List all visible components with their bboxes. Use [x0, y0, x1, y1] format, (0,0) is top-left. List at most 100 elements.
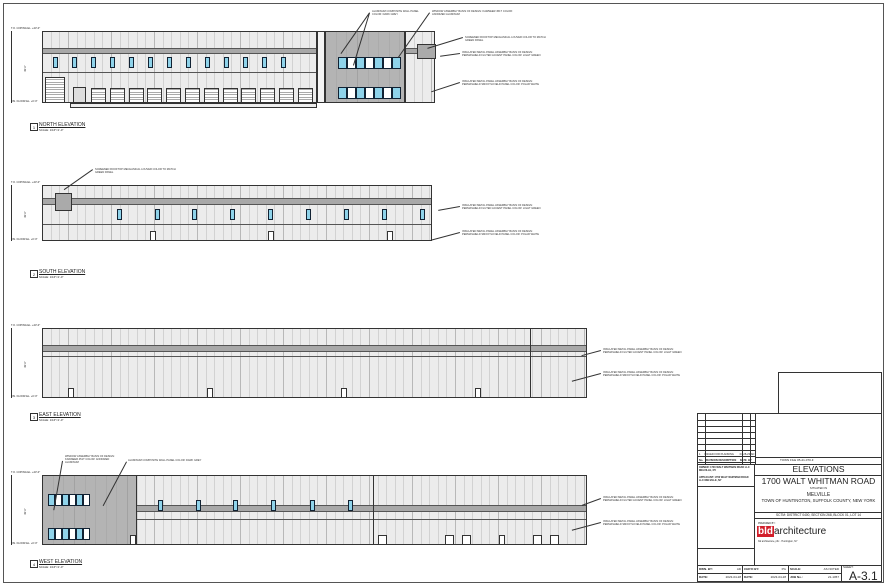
dock-door [297, 88, 313, 103]
north-right-facade [405, 31, 435, 103]
window [167, 57, 172, 68]
applicant: APPLICANT: 1700 WALT WHITMAN ROAD LLC ME… [699, 476, 749, 482]
window [72, 57, 77, 68]
window-panel [83, 528, 90, 540]
window-panel [83, 494, 90, 506]
window [420, 209, 425, 220]
elevation-title: NORTH ELEVATION [39, 122, 86, 128]
window [306, 209, 311, 220]
situated-in: SITUATED IN [809, 486, 828, 490]
window [155, 209, 160, 220]
window-panel [76, 494, 83, 506]
level-top: T.O. COPING EL. +43'-0" [11, 27, 41, 30]
man-door [268, 231, 274, 241]
window [268, 209, 273, 220]
window [129, 57, 134, 68]
window-panel [69, 528, 76, 540]
window-panel [69, 494, 76, 506]
window-panel [347, 87, 356, 99]
level-bottom: FIN. FLOOR EL. +0'-0" [11, 100, 38, 103]
title-block [697, 413, 882, 582]
dock-door [279, 88, 294, 103]
panel-joint [43, 72, 316, 73]
accent-band [43, 198, 431, 205]
height-dim: 43'-0" [23, 361, 27, 368]
east-facade [42, 328, 587, 398]
man-door [550, 535, 559, 545]
note-mech: SCREENED ROOFTOP MECHANICAL LOUVER COLOR… [95, 168, 176, 175]
elevation-scale: SCALE: 1/16"=1'-0" [39, 128, 64, 132]
man-door [475, 388, 481, 398]
window [233, 500, 238, 511]
sheet-title: ELEVATIONS [792, 464, 845, 474]
divider [697, 573, 841, 574]
note-accent: INSULATED METAL PANEL ASSEMBLY BASIS OF … [603, 496, 682, 503]
accent-band [43, 345, 586, 352]
grid-line [755, 413, 756, 464]
note-field: INSULATED METAL PANEL ASSEMBLY BASIS OF … [462, 80, 539, 87]
window-panel [338, 57, 347, 69]
dimension-line [11, 185, 12, 241]
entry-door [73, 87, 86, 103]
dock-door [222, 88, 238, 103]
window [281, 57, 286, 68]
window-panel [365, 57, 374, 69]
elevation-number: 4 [30, 560, 38, 568]
south-facade [42, 185, 432, 241]
divider [697, 486, 754, 487]
overhead-door [45, 77, 65, 103]
grid-line [697, 456, 755, 457]
dock-door [260, 88, 276, 103]
height-dim: 43'-0" [23, 211, 27, 218]
dock-door [147, 88, 163, 103]
window-panel [392, 87, 401, 99]
rooftop-mechanical [55, 193, 72, 211]
height-dim: 43'-0" [23, 508, 27, 515]
level-top: T.O. COPING EL. +43'-0" [11, 471, 41, 474]
man-door [207, 388, 213, 398]
grid-line [697, 450, 755, 451]
man-door [378, 535, 387, 545]
elevation-title: SOUTH ELEVATION [39, 269, 86, 275]
drawn-by: DWN. BY:AD [699, 567, 741, 571]
loading-dock [70, 103, 317, 108]
level-bottom: FIN. FLOOR EL. +0'-0" [11, 542, 38, 545]
grid-line [697, 420, 755, 421]
divider [754, 464, 755, 565]
place: MELVILLE [806, 491, 831, 498]
dock-door [185, 88, 200, 103]
elevation-number: 2 [30, 270, 38, 278]
window-panel [392, 57, 401, 69]
panel-joint [43, 224, 431, 225]
window-panel [62, 528, 69, 540]
note-field: INSULATED METAL PANEL ASSEMBLY BASIS OF … [462, 230, 539, 237]
window [53, 57, 58, 68]
dock-door [128, 88, 144, 103]
grid-line [697, 426, 755, 427]
dock-door [203, 88, 219, 103]
window-panel [365, 87, 374, 99]
prepared-by: PREPARED BY: [758, 522, 776, 525]
window [148, 57, 153, 68]
elevation-number: 1 [30, 123, 38, 131]
window [224, 57, 229, 68]
scale: SCALE:AS NOTED [790, 567, 839, 571]
man-door [533, 535, 542, 545]
note-acm: ALUMINUM COMPOSITE WALL PANEL COLOR: DAR… [372, 10, 419, 17]
checked-by: CHK'D BY:PG [744, 567, 786, 571]
window-panel [383, 57, 392, 69]
note-field: INSULATED METAL PANEL ASSEMBLY BASIS OF … [603, 371, 680, 378]
note-field: INSULATED METAL PANEL ASSEMBLY BASIS OF … [603, 520, 680, 527]
note-mech: SCREENED ROOFTOP MECHANICAL LOUVER COLOR… [465, 36, 546, 43]
man-door [445, 535, 454, 545]
owner: OWNER: 1700 WALT WHITMAN ROAD LLC MELVIL… [699, 466, 750, 472]
grid-line [697, 444, 755, 445]
window-panel [55, 528, 62, 540]
window [117, 209, 122, 220]
elevation-number: 3 [30, 413, 38, 421]
grid-line [742, 413, 743, 464]
elevation-scale: SCALE: 1/16"=1'-0" [39, 275, 64, 279]
level-bottom: FIN. FLOOR EL. +0'-0" [11, 238, 38, 241]
sheet-label: SHEET: [843, 564, 854, 569]
note-accent: INSULATED METAL PANEL ASSEMBLY BASIS OF … [462, 204, 541, 211]
